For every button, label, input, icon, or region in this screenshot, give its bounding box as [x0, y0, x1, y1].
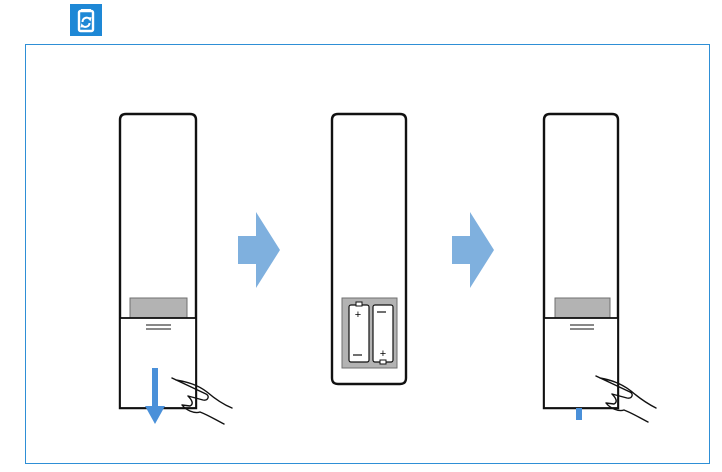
battery-cover	[543, 317, 619, 409]
battery-icon: +	[372, 304, 394, 365]
battery-compartment	[129, 297, 188, 319]
arrow-up-stub-icon	[576, 408, 582, 420]
svg-text:+: +	[355, 309, 361, 321]
next-step-arrow-icon	[238, 212, 280, 288]
battery-compartment	[554, 297, 611, 319]
arrow-down-icon	[145, 368, 165, 424]
next-step-arrow-icon	[452, 212, 494, 288]
battery-icon: +	[348, 301, 370, 363]
svg-text:+: +	[380, 348, 386, 360]
step-close-cover	[542, 112, 657, 423]
instruction-frame	[25, 44, 710, 464]
hand-pointer-icon	[171, 377, 233, 425]
hand-pointer-icon	[595, 375, 657, 423]
step-insert-batteries: + +	[330, 112, 408, 386]
step-open-cover	[118, 112, 233, 425]
battery-replace-icon	[70, 4, 102, 36]
